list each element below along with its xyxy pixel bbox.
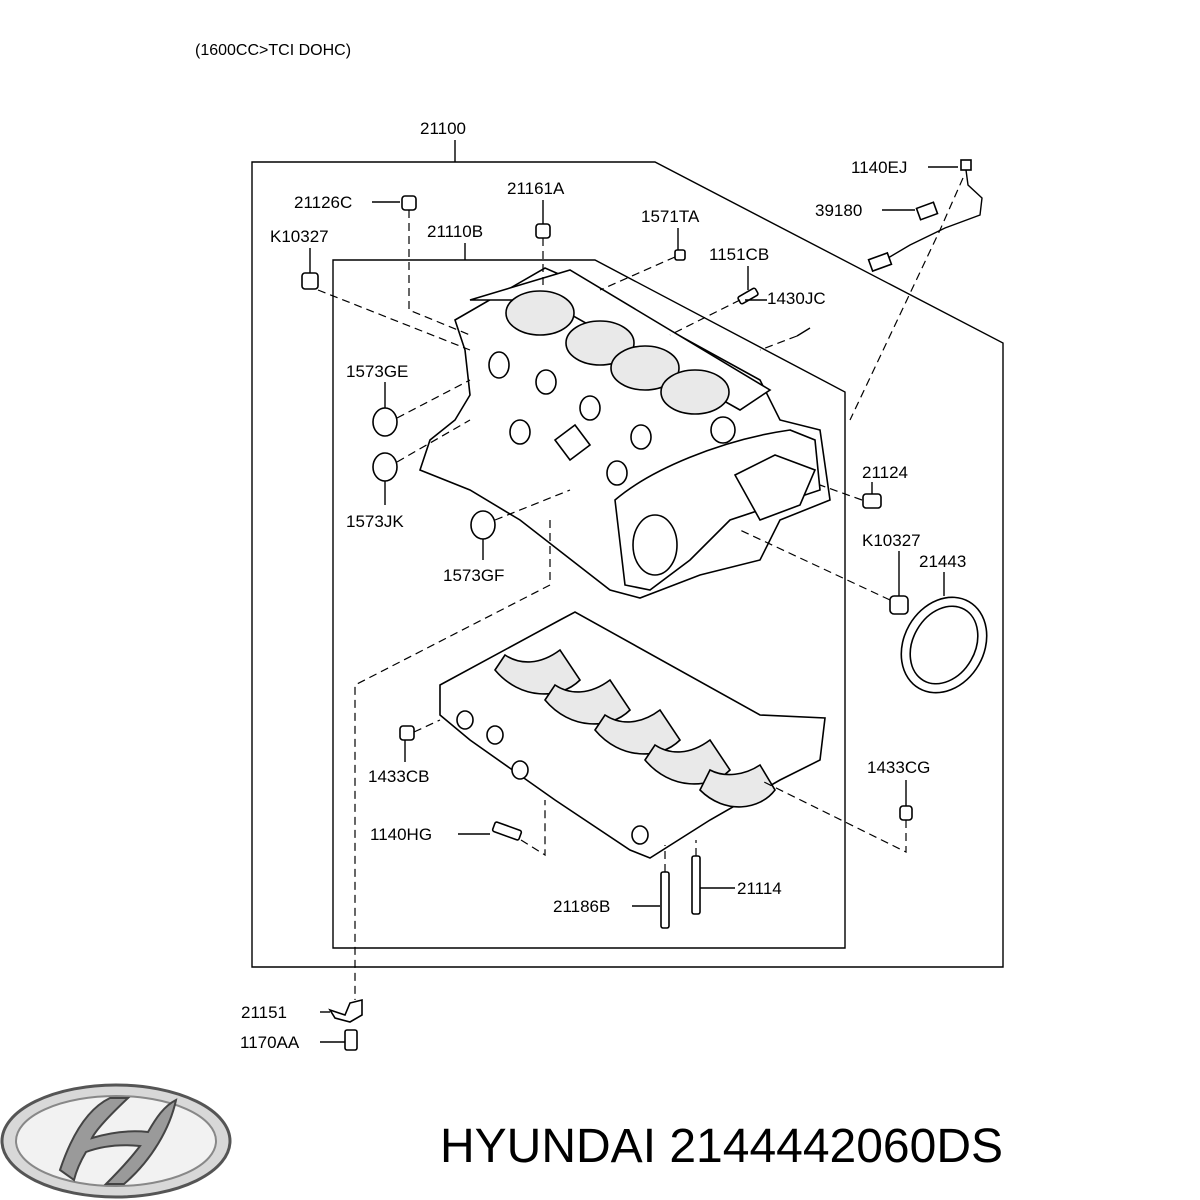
label-1573ge: 1573GE (346, 362, 408, 381)
label-21110b: 21110B (427, 222, 483, 241)
hyundai-logo (0, 1083, 232, 1199)
label-21100: 21100 (420, 119, 466, 138)
block-frame-inner (332, 259, 846, 949)
brand-caption: HYUNDAI 2144442060DS (440, 1120, 1003, 1173)
label-1573gf: 1573GF (443, 566, 504, 585)
cylinder-block-upper (419, 267, 831, 599)
label-1571ta: 1571TA (641, 207, 700, 226)
part-1433cb (399, 725, 415, 741)
label-1433cb: 1433CB (368, 767, 429, 786)
seal-1573gf (470, 510, 496, 540)
knock-sensor-part (867, 159, 983, 273)
part-1151cb (737, 287, 759, 305)
label-1573jk: 1573JK (346, 512, 404, 531)
label-1140hg: 1140HG (370, 825, 432, 844)
label-1430jc: 1430JC (767, 289, 826, 308)
label-1140ej: 1140EJ (851, 158, 907, 177)
seal-1573jk (372, 452, 398, 482)
label-21124: 21124 (862, 463, 908, 482)
assembly-frame-outer (251, 161, 1004, 968)
label-k10327-b: K10327 (862, 531, 921, 550)
bolt-1170aa (344, 1029, 358, 1051)
bolt-21186b (660, 871, 670, 929)
label-21443: 21443 (919, 552, 966, 571)
cylinder-block-lower (439, 611, 826, 859)
part-labels: 21100 1140EJ 39180 21126C 21161A 1571TA … (240, 119, 966, 1052)
label-1151cb: 1151CB (709, 245, 769, 264)
label-21151: 21151 (241, 1003, 287, 1022)
assembly-dashed-lines (317, 177, 964, 1000)
label-21186b: 21186B (553, 897, 610, 916)
bolt-21114 (691, 855, 701, 915)
diagram-subtitle: (1600CC>TCI DOHC) (195, 42, 351, 59)
leader-lines (309, 166, 958, 1043)
label-21114: 21114 (737, 879, 782, 898)
label-39180: 39180 (815, 201, 862, 220)
bolt-1140hg (491, 821, 523, 841)
label-1433cg: 1433CG (867, 758, 930, 777)
label-1170aa: 1170AA (240, 1033, 300, 1052)
part-k10327-a (301, 272, 319, 290)
part-k10327-b (889, 595, 909, 615)
part-1571ta (674, 249, 686, 261)
oil-seal-21443 (900, 596, 988, 694)
label-21161a: 21161A (507, 179, 565, 198)
part-21126c (401, 195, 417, 211)
label-21126c: 21126C (294, 193, 352, 212)
part-21151 (328, 998, 363, 1023)
part-1430jc (796, 327, 811, 337)
part-21161a (535, 223, 551, 239)
part-1433cg (899, 805, 913, 821)
label-k10327-a: K10327 (270, 227, 329, 246)
part-21124 (862, 493, 882, 509)
seal-1573ge (372, 407, 398, 437)
